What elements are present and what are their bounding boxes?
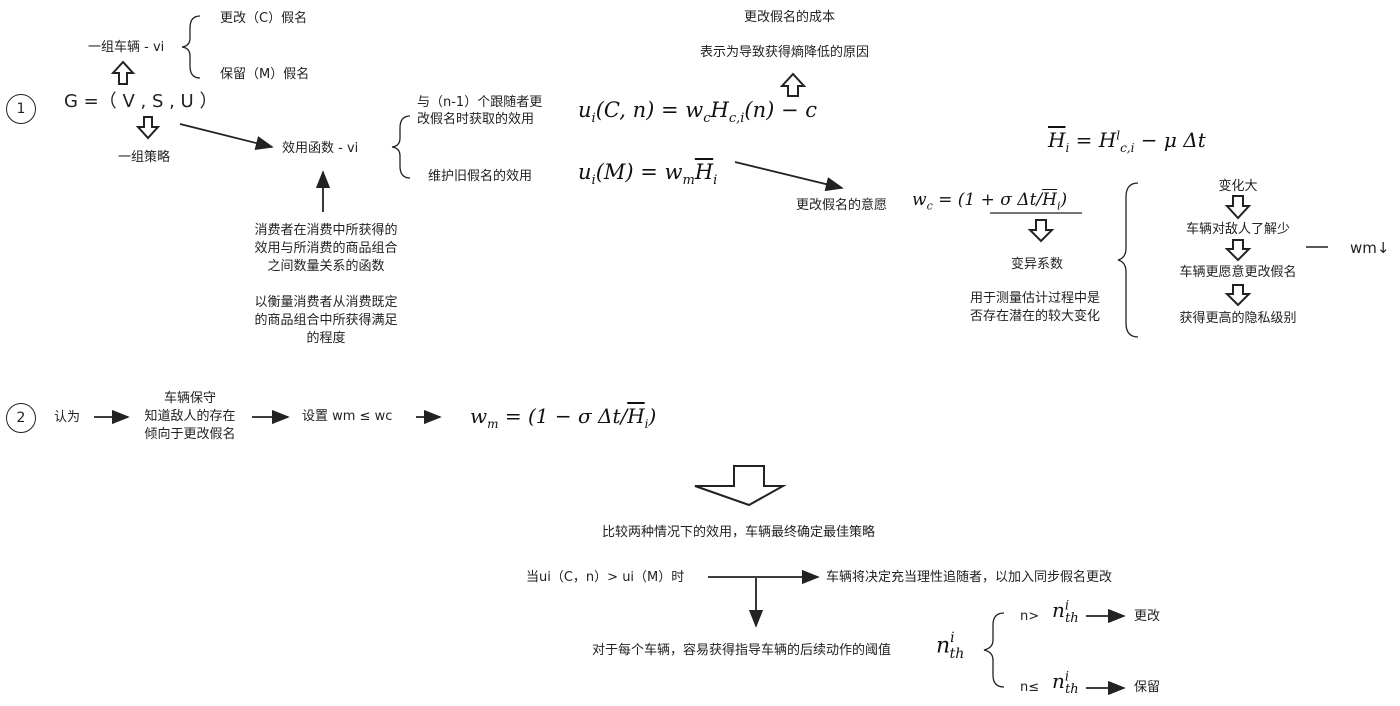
chain-step-1: 变化大 (1218, 179, 1258, 194)
formula-entropy-mean: Hi = Hlc,i − μ Δt (1048, 128, 1206, 155)
utility-definition-line: 的程度 (306, 331, 346, 346)
keep-option: 保留（M）假名 (220, 67, 310, 82)
cost-desc: 表示为导致获得熵降低的原因 (700, 45, 870, 60)
brace-vehicle-options (181, 15, 201, 79)
utility-definition-line: 消费者在消费中所获得的 (254, 223, 398, 238)
game-definition: G =（ V , S , U ） (64, 91, 218, 112)
hollow-arrow-chain-2 (1224, 239, 1252, 262)
utility-keep-desc: 维护旧假名的效用 (428, 169, 533, 184)
chain-step-4: 获得更高的隐私级别 (1179, 311, 1297, 326)
utility-definition-line (236, 276, 416, 294)
utility-definition-line: 效用与所消费的商品组合 (254, 241, 398, 256)
formula-wm: wm = (1 − σ Δt/Hi) (470, 404, 657, 431)
utility-function-label: 效用函数 - vi (282, 141, 359, 156)
hollow-arrow-chain-1 (1224, 195, 1252, 220)
hollow-arrow-down-1 (135, 116, 161, 140)
chain-step-3: 车辆更愿意更改假名 (1179, 265, 1297, 280)
threshold-symbol: nith (936, 630, 965, 662)
rational-follower-text: 车辆将决定充当理性追随者，以加入同步假名更改 (826, 570, 1113, 585)
variation-coefficient-label: 变异系数 (1011, 257, 1064, 272)
utility-definition-line: 之间数量关系的函数 (267, 259, 385, 274)
brace-chain (1117, 182, 1139, 338)
condition-text: 当ui（C，n）> ui（M）时 (526, 570, 685, 585)
big-hollow-arrow-down (694, 465, 787, 507)
utility-definition-line: 以衡量消费者从消费既定 (254, 295, 398, 310)
section-2-number: 2 (6, 403, 36, 433)
change-option: 更改（C）假名 (220, 11, 308, 26)
utility-definition: 消费者在消费中所获得的 效用与所消费的商品组合 之间数量关系的函数 以衡量消费者… (236, 222, 416, 348)
threshold-text: 对于每个车辆，容易获得指导车辆的后续动作的阈值 (592, 643, 892, 658)
conservative-desc-line-3: 倾向于更改假名 (144, 427, 236, 442)
chain-result: wm↓ (1350, 239, 1390, 257)
variation-coefficient-desc-line-1: 用于测量估计过程中是 (970, 291, 1101, 306)
hollow-arrow-chain-3 (1224, 284, 1252, 307)
strategies-label: 一组策略 (118, 150, 171, 165)
utility-change-desc-line-2: 改假名时获取的效用 (417, 112, 535, 127)
brace-utility (391, 115, 411, 179)
hollow-arrow-up-cost (779, 72, 807, 97)
result-change: 更改 (1134, 609, 1161, 624)
hollow-arrow-up-1 (110, 60, 136, 85)
chain-step-2: 车辆对敌人了解少 (1185, 222, 1290, 237)
conservative-desc-line-2: 知道敌人的存在 (144, 409, 236, 424)
formula-utility-keep: ui(M) = wmHi (578, 160, 718, 189)
arrow-g-to-utility (179, 123, 274, 151)
formula-wc: wc = (1 + σ Δt/Hi) (912, 190, 1068, 213)
brace-threshold (983, 612, 1005, 688)
conservative-desc-line-1: 车辆保守 (163, 391, 216, 406)
utility-definition-line: 的商品组合中所获得满足 (254, 313, 398, 328)
result-keep: 保留 (1134, 680, 1161, 695)
branch-less-equal: n≤ (1020, 680, 1040, 695)
branch-greater: n> (1020, 609, 1040, 624)
variation-coefficient-desc-line-2: 否存在潜在的较大变化 (970, 309, 1101, 324)
setting-label: 设置 wm ≤ wc (302, 409, 393, 424)
formula-utility-change: ui(C, n) = wcHc,i(n) − c (578, 98, 818, 127)
reason-label: 认为 (54, 410, 81, 425)
compare-text: 比较两种情况下的效用，车辆最终确定最佳策略 (602, 525, 876, 540)
cost-title: 更改假名的成本 (744, 10, 836, 25)
threshold-symbol-greater: nith (1052, 598, 1079, 626)
threshold-symbol-less: nith (1052, 669, 1079, 697)
utility-change-desc-line-1: 与（n-1）个跟随者更 (417, 95, 543, 110)
hollow-arrow-down-cv (1027, 219, 1055, 243)
section-1-number: 1 (6, 94, 36, 124)
willingness-label: 更改假名的意愿 (796, 198, 888, 213)
vehicles-label: 一组车辆 - vi (88, 40, 165, 55)
arrow-to-willingness (734, 161, 844, 192)
